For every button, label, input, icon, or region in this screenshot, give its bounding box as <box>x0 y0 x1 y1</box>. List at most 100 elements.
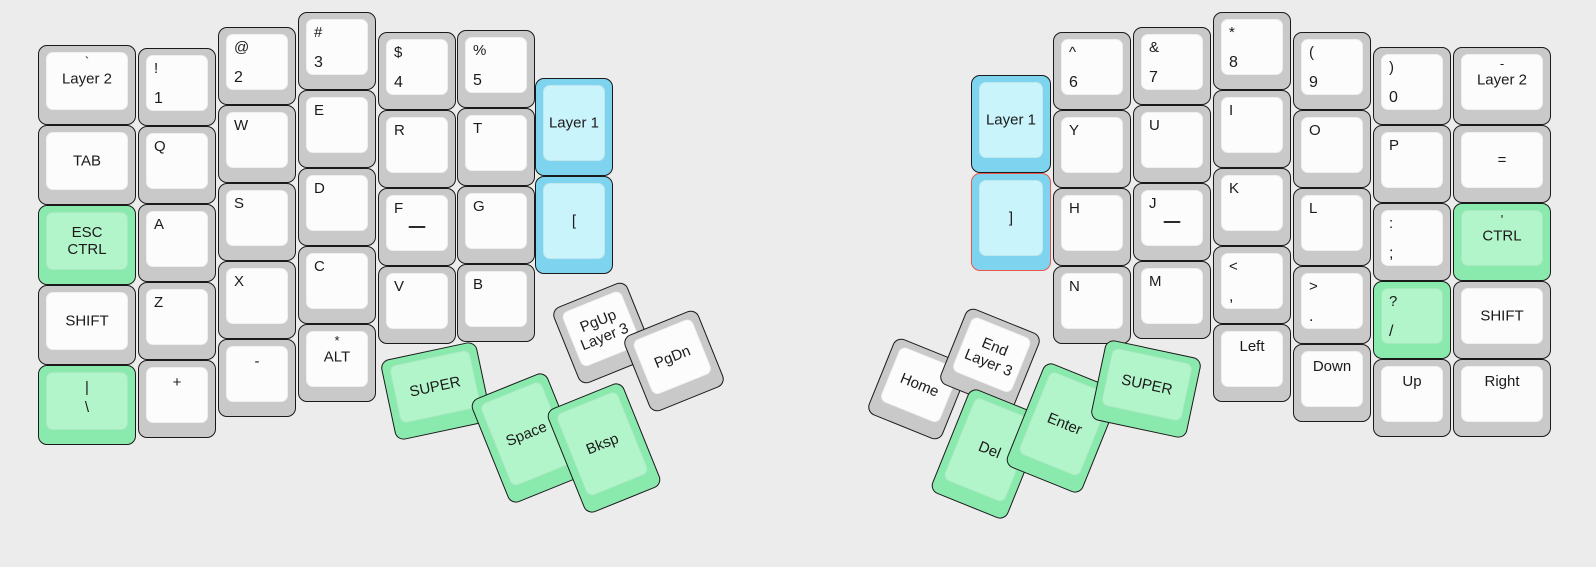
key-tab[interactable]: TAB <box>38 125 136 205</box>
key-3[interactable]: #3 <box>298 12 376 90</box>
key-semicolon[interactable]: :; <box>1373 203 1451 281</box>
key-cap: %5 <box>465 37 527 93</box>
key-right[interactable]: Right <box>1453 359 1551 437</box>
key-plus[interactable]: + <box>138 360 216 438</box>
key-layer1-right[interactable]: Layer 1 <box>971 75 1051 173</box>
key-asterisk-alt[interactable]: *ALT <box>298 324 376 402</box>
key-legend-main: B <box>473 276 484 293</box>
key-g[interactable]: G <box>457 186 535 264</box>
key-o[interactable]: O <box>1293 110 1371 188</box>
key-6[interactable]: ^6 <box>1053 32 1131 110</box>
key-bracket-left[interactable]: [ <box>535 176 613 274</box>
key-comma[interactable]: <, <box>1213 246 1291 324</box>
key-legend-main: C <box>314 258 325 275</box>
key-n[interactable]: N <box>1053 266 1131 344</box>
key-cap: Layer 1 <box>543 85 605 161</box>
key-s[interactable]: S <box>218 183 296 261</box>
key-dash-layer2[interactable]: -Layer 2 <box>1453 47 1551 125</box>
key-cap: TAB <box>46 132 128 190</box>
key-cap: J <box>1141 190 1203 246</box>
key-legend-main: T <box>473 120 483 137</box>
key-f[interactable]: F <box>378 188 456 266</box>
key-z[interactable]: Z <box>138 282 216 360</box>
key-legend-main: SHIFT <box>1480 307 1524 325</box>
key-legend-main: F <box>394 200 404 217</box>
key-9[interactable]: (9 <box>1293 32 1371 110</box>
key-8[interactable]: *8 <box>1213 12 1291 90</box>
key-w[interactable]: W <box>218 105 296 183</box>
key-1[interactable]: !1 <box>138 48 216 126</box>
key-legend-main: SUPER <box>407 372 463 401</box>
key-p[interactable]: P <box>1373 125 1451 203</box>
key-i[interactable]: I <box>1213 90 1291 168</box>
key-slash[interactable]: ?/ <box>1373 281 1451 359</box>
key-quote-ctrl[interactable]: 'CTRL <box>1453 203 1551 281</box>
key-0[interactable]: )0 <box>1373 47 1451 125</box>
key-5[interactable]: %5 <box>457 30 535 108</box>
key-t[interactable]: T <box>457 108 535 186</box>
key-legend-main: 7 <box>1149 69 1158 86</box>
key-4[interactable]: $4 <box>378 32 456 110</box>
homing-bar-icon <box>408 226 426 228</box>
key-cap: K <box>1221 175 1283 231</box>
key-legend-main: . <box>1309 308 1314 325</box>
key-cap: Q <box>146 133 208 189</box>
key-cap: G <box>465 193 527 249</box>
key-down[interactable]: Down <box>1293 344 1371 422</box>
key-l[interactable]: L <box>1293 188 1371 266</box>
key-cap: $4 <box>386 39 448 95</box>
key-y[interactable]: Y <box>1053 110 1131 188</box>
key-cap: W <box>226 112 288 168</box>
key-minus[interactable]: - <box>218 339 296 417</box>
key-legend-main: N <box>1069 278 1080 295</box>
key-c[interactable]: C <box>298 246 376 324</box>
key-cap: Z <box>146 289 208 345</box>
key-up[interactable]: Up <box>1373 359 1451 437</box>
key-cap: SUPER <box>388 349 482 424</box>
key-legend-main: 6 <box>1069 74 1078 91</box>
key-legend-main: [ <box>571 212 577 230</box>
key-period[interactable]: >. <box>1293 266 1371 344</box>
key-shift[interactable]: SHIFT <box>38 285 136 365</box>
key-legend-main: G <box>473 198 485 215</box>
key-x[interactable]: X <box>218 261 296 339</box>
key-shift-right[interactable]: SHIFT <box>1453 281 1551 359</box>
key-u[interactable]: U <box>1133 105 1211 183</box>
key-k[interactable]: K <box>1213 168 1291 246</box>
key-cap: E <box>306 97 368 153</box>
key-cap: R <box>386 117 448 173</box>
key-m[interactable]: M <box>1133 261 1211 339</box>
key-j[interactable]: J <box>1133 183 1211 261</box>
key-grave-layer2[interactable]: `Layer 2 <box>38 45 136 125</box>
key-q[interactable]: Q <box>138 126 216 204</box>
key-b[interactable]: B <box>457 264 535 342</box>
key-h[interactable]: H <box>1053 188 1131 266</box>
key-legend-main: O <box>1309 122 1321 139</box>
key-cap: ^6 <box>1061 39 1123 95</box>
key-v[interactable]: V <box>378 266 456 344</box>
key-2[interactable]: @2 <box>218 27 296 105</box>
key-left[interactable]: Left <box>1213 324 1291 402</box>
key-bracket-right[interactable]: ] <box>971 173 1051 271</box>
key-bksp[interactable]: Bksp <box>545 380 663 516</box>
key-7[interactable]: &7 <box>1133 27 1211 105</box>
key-super-left[interactable]: SUPER <box>379 340 493 442</box>
key-d[interactable]: D <box>298 168 376 246</box>
key-cap: T <box>465 115 527 171</box>
key-e[interactable]: E <box>298 90 376 168</box>
key-cap: :; <box>1381 210 1443 266</box>
key-legend-main: E <box>314 102 325 119</box>
key-cap: >. <box>1301 273 1363 329</box>
key-legend-main: M <box>1149 273 1162 290</box>
key-cap: ] <box>979 180 1043 256</box>
key-legend-main: D <box>314 180 325 197</box>
key-layer1-left[interactable]: Layer 1 <box>535 78 613 176</box>
key-r[interactable]: R <box>378 110 456 188</box>
key-equal[interactable]: = <box>1453 125 1551 203</box>
key-pipe-backslash[interactable]: |\ <box>38 365 136 445</box>
key-a[interactable]: A <box>138 204 216 282</box>
key-legend-main: S <box>234 195 245 212</box>
key-legend-main: ; <box>1389 245 1394 262</box>
